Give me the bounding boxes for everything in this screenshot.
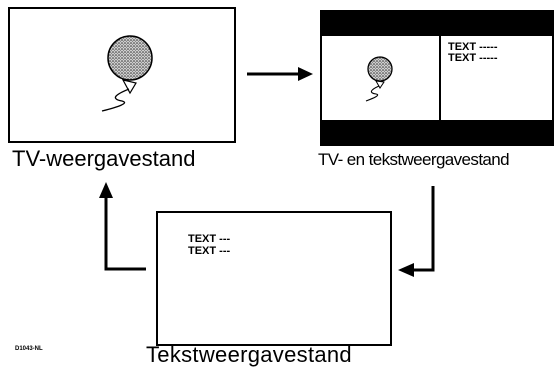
text-line-2: TEXT --- (188, 245, 231, 257)
balloon-icon (101, 35, 153, 112)
split-screen-content: TEXT ----- TEXT ----- (322, 36, 552, 120)
split-text-line-1: TEXT ----- (448, 41, 498, 53)
tv-mode-screen (8, 7, 236, 143)
text-line-1: TEXT --- (188, 233, 231, 245)
arrow-right (247, 67, 313, 81)
arrow-down-left (398, 186, 435, 277)
balloon-icon-small (365, 56, 393, 102)
tv-mode-caption: TV-weergavestand (12, 146, 196, 171)
text-mode-caption: Tekstweergavestand (146, 342, 352, 367)
split-text-line-2: TEXT ----- (448, 52, 498, 64)
tv-text-mode-screen: TEXT ----- TEXT ----- (320, 10, 554, 146)
tv-text-mode-caption: TV- en tekstweergavestand (318, 150, 510, 169)
split-divider (439, 36, 441, 120)
text-mode-screen: TEXT --- TEXT --- (156, 211, 392, 346)
arrow-up (99, 182, 146, 271)
figure-code: D1043-NL (15, 346, 43, 352)
